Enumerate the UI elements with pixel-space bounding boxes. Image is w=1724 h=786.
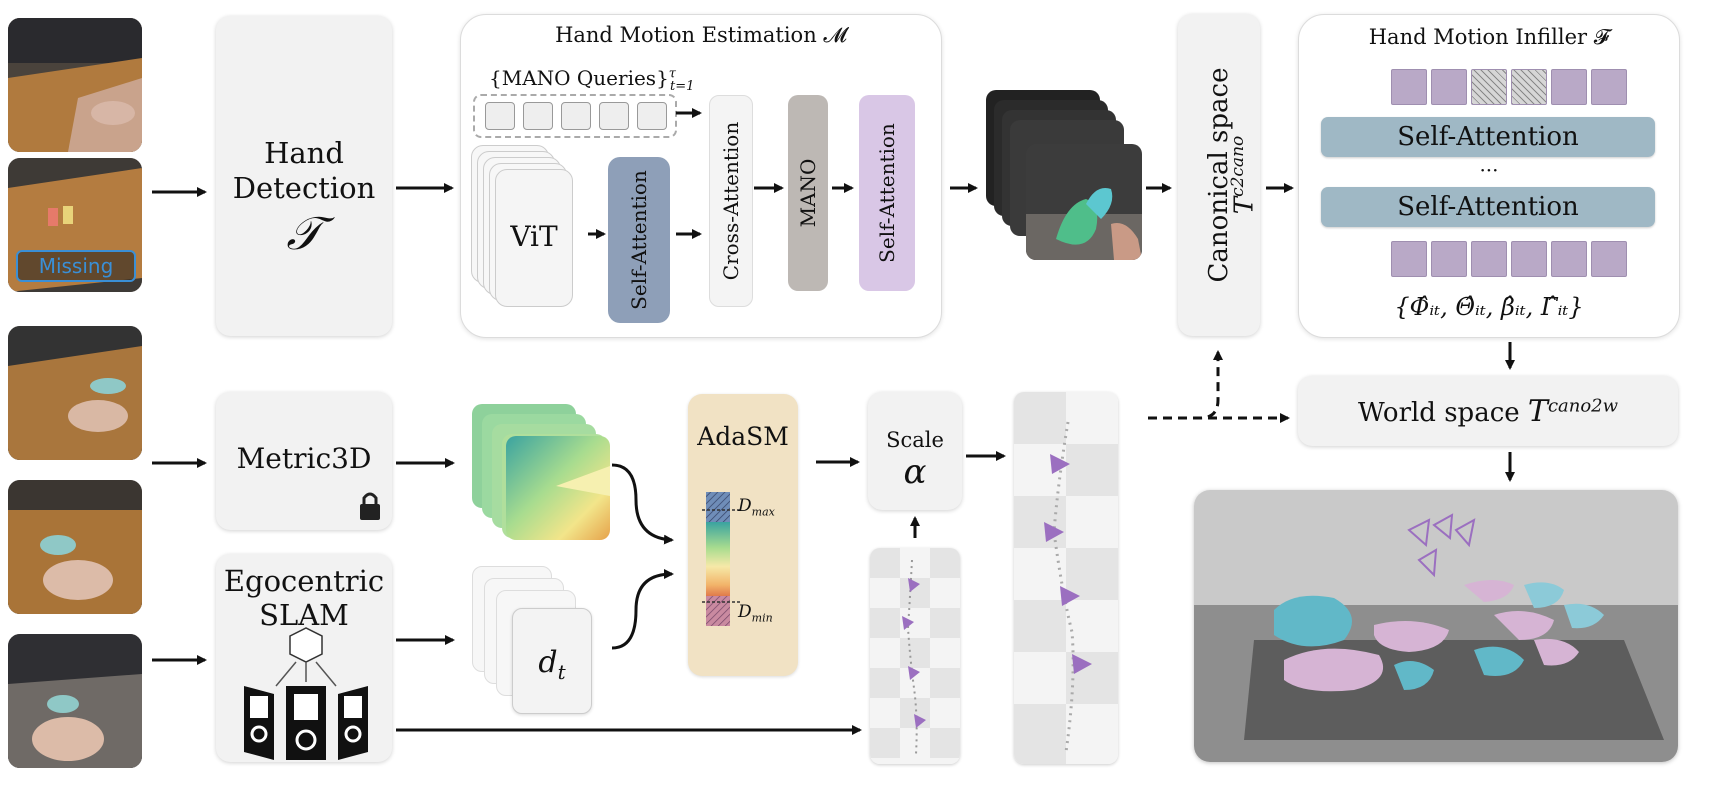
token	[1471, 241, 1507, 277]
dt-label: dt	[513, 645, 591, 684]
dmin-label: Dmin	[738, 602, 773, 624]
dt-symbol: d	[538, 645, 558, 680]
scaled-trajectory-panel	[1014, 392, 1118, 764]
egocentric-slam-panel: Egocentric SLAM	[216, 554, 392, 762]
lock-icon	[360, 492, 380, 520]
metric3d-label: Metric3D	[236, 442, 372, 475]
self-attention-label: Self-Attention	[627, 170, 651, 310]
hand-detection-line1: Hand	[264, 136, 344, 170]
infiller-dots: ···	[1479, 158, 1499, 182]
raw-trajectory-art	[870, 548, 960, 764]
vit-block: ViT	[495, 169, 573, 307]
scale-panel: Scale α	[868, 392, 962, 510]
canonical-space-symbol: Tc2cano	[1219, 75, 1260, 275]
canonical-symbol: T	[1229, 196, 1260, 215]
input-frame-3-art	[8, 326, 142, 460]
token	[1391, 69, 1427, 105]
dmin-symbol: D	[738, 602, 752, 622]
query-token	[561, 102, 591, 130]
input-frame-1	[8, 18, 142, 152]
query-token	[637, 102, 667, 130]
masked-token	[1471, 69, 1507, 105]
input-frame-5	[8, 634, 142, 768]
mano-queries-sup: τ	[668, 66, 676, 82]
missing-badge: Missing	[16, 250, 136, 282]
slam-cameras-icon	[244, 627, 368, 760]
infiller-self-attention-1: Self-Attention	[1321, 117, 1655, 157]
world-space-label: World space Tcano2w	[1298, 394, 1678, 429]
token	[1431, 69, 1467, 105]
dmax-symbol: D	[738, 496, 752, 516]
dt-sub: t	[557, 660, 566, 684]
canonical-sup: c2cano	[1228, 135, 1248, 197]
slam-line2: SLAM	[259, 598, 349, 632]
self-attention-2-block: Self-Attention	[859, 95, 915, 291]
scale-symbol: α	[903, 452, 927, 492]
mano-label: MANO	[796, 158, 820, 228]
world-sup: cano2w	[1547, 395, 1619, 417]
token	[1591, 69, 1627, 105]
slam-line1: Egocentric	[223, 564, 385, 598]
token	[1591, 241, 1627, 277]
query-token	[523, 102, 553, 130]
hand-detection-panel: Hand Detection 𝒯	[216, 16, 392, 336]
adasm-panel: AdaSM Dmax Dmin	[688, 394, 798, 676]
token	[1391, 241, 1427, 277]
mesh-result-art	[1026, 144, 1142, 260]
hand-motion-estimation-panel: Hand Motion Estimation 𝓜 {MANO Queries}τ…	[460, 14, 942, 338]
query-token	[599, 102, 629, 130]
token	[1511, 241, 1547, 277]
world-symbol: T	[1527, 394, 1548, 429]
world-scene-render	[1194, 490, 1678, 762]
mano-block: MANO	[788, 95, 828, 291]
mano-queries-box	[473, 94, 677, 138]
vit-label: ViT	[510, 220, 558, 253]
mano-queries-sub: t=1	[670, 79, 695, 94]
masked-token	[1511, 69, 1547, 105]
mano-queries-label: {MANO Queries}τt=1	[489, 66, 694, 94]
adasm-title: AdaSM	[697, 422, 789, 451]
input-frame-5-art	[8, 634, 142, 768]
infiller-output-params: {Φ̂ᵢₜ, Θ̂ᵢₜ, β̂ᵢₜ, Γ̂ᵢₜ}	[1394, 293, 1584, 321]
raw-trajectory-panel	[870, 548, 960, 764]
hme-title: Hand Motion Estimation 𝓜	[555, 23, 847, 47]
dmax-label: Dmax	[738, 496, 775, 518]
depth-map-art	[506, 436, 610, 540]
token	[1551, 69, 1587, 105]
world-space-text: World space	[1357, 398, 1520, 428]
world-scene-art	[1194, 490, 1678, 762]
dt-block: dt	[512, 608, 592, 714]
dmin-sub: min	[751, 611, 773, 625]
input-frame-2: Missing	[8, 158, 142, 292]
hand-motion-infiller-panel: Hand Motion Infiller 𝓕 Self-Attention ··…	[1298, 14, 1680, 338]
infiller-title: Hand Motion Infiller 𝓕	[1368, 25, 1610, 49]
input-frame-4-art	[8, 480, 142, 614]
input-frame-4	[8, 480, 142, 614]
self-attention-block: Self-Attention	[608, 157, 670, 323]
token	[1551, 241, 1587, 277]
cross-attention-block: Cross-Attention	[709, 95, 753, 307]
scale-label: Scale	[886, 428, 944, 452]
self-attention-2-label: Self-Attention	[875, 123, 899, 263]
metric3d-panel: Metric3D	[216, 392, 392, 530]
input-frame-3	[8, 326, 142, 460]
mesh-result-frame	[1026, 144, 1142, 260]
query-token	[485, 102, 515, 130]
world-space-panel: World space Tcano2w	[1298, 376, 1678, 446]
depth-map	[506, 436, 610, 540]
dmax-sub: max	[751, 505, 775, 519]
input-frame-1-art	[8, 18, 142, 152]
adasm-colorbar	[702, 492, 740, 626]
mano-queries-text: {MANO Queries}	[489, 66, 669, 90]
cross-attention-label: Cross-Attention	[719, 121, 743, 281]
hand-detection-line2: Detection	[232, 171, 376, 205]
hand-detection-symbol: 𝒯	[286, 206, 322, 260]
infiller-self-attention-2: Self-Attention	[1321, 187, 1655, 227]
canonical-space-panel: Canonical space Tc2cano	[1178, 14, 1260, 336]
scaled-trajectory-art	[1014, 392, 1118, 764]
token	[1431, 241, 1467, 277]
